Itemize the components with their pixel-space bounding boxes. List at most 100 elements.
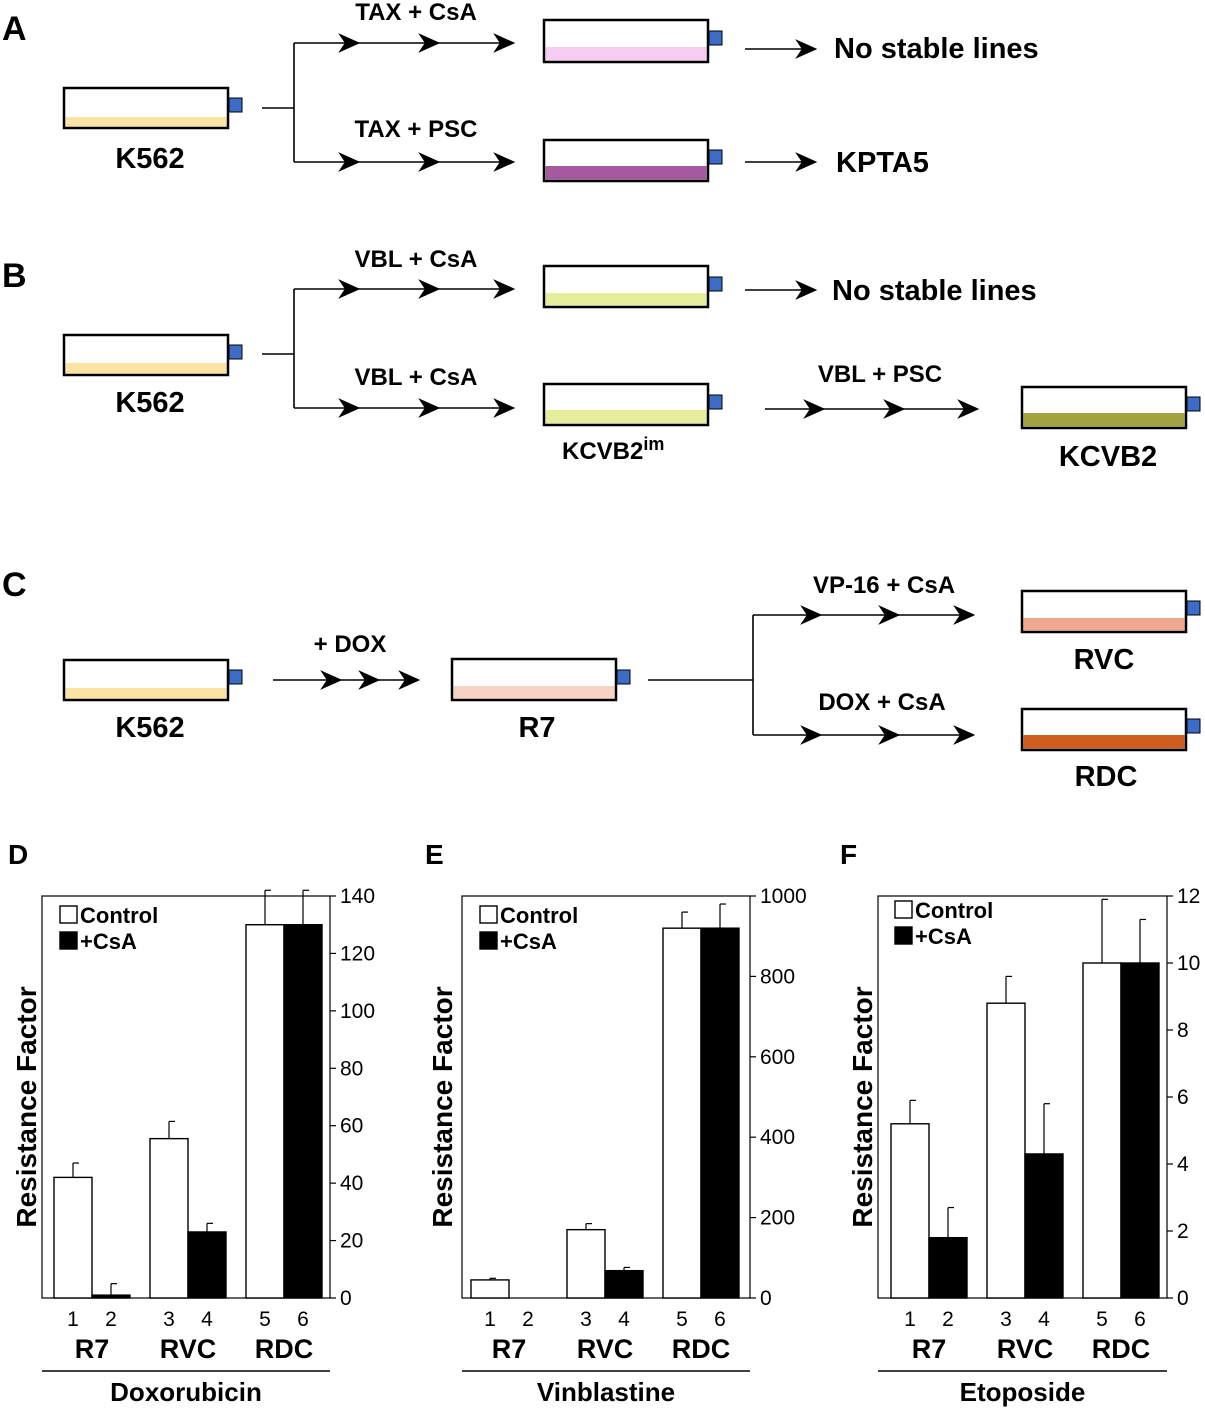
flask-kpta5 — [542, 138, 723, 183]
bar-control — [890, 1123, 930, 1299]
y-tick-label: 4 — [1177, 1153, 1189, 1176]
lane-number: 6 — [714, 1308, 726, 1331]
y-tick-label: 100 — [340, 1000, 375, 1023]
flask-cap — [708, 149, 723, 165]
panel-label: E — [425, 839, 444, 870]
flask-media — [1023, 413, 1185, 427]
legend-label-control: Control — [500, 903, 578, 928]
legend: Control+CsA — [479, 903, 578, 954]
flask-media — [1023, 735, 1185, 749]
flask-k562-a — [62, 86, 243, 130]
y-tick-label: 200 — [760, 1207, 795, 1230]
y-tick-label: 2 — [1177, 1220, 1189, 1243]
legend-swatch-csa — [479, 931, 498, 950]
legend: Control+CsA — [59, 903, 158, 954]
legend-swatch-csa — [59, 931, 78, 950]
flask-kcvb2im — [542, 382, 723, 427]
group-label: RVC — [997, 1334, 1054, 1364]
flask-k562-c — [62, 658, 243, 702]
y-tick-label: 60 — [340, 1115, 363, 1138]
panel-b: B K562 VBL + CsA No stable lines VBL + C… — [2, 246, 1201, 473]
group-label: R7 — [492, 1334, 527, 1364]
lane-number: 3 — [163, 1308, 175, 1331]
flask-rdc — [1020, 707, 1201, 752]
bar-control — [986, 1002, 1026, 1299]
y-tick-label: 800 — [760, 965, 795, 988]
y-tick-label: 0 — [760, 1287, 772, 1310]
flask-cap — [228, 344, 243, 360]
legend-swatch-control — [894, 900, 913, 919]
group-label: RDC — [672, 1334, 731, 1364]
panel-label-b: B — [2, 257, 27, 295]
lane-number: 1 — [67, 1308, 79, 1331]
branch-lines — [648, 614, 796, 736]
legend-label-csa: +CsA — [915, 924, 972, 949]
flask-label-kcvb2im: KCVB2im — [562, 434, 664, 465]
flask-cap — [1186, 600, 1201, 616]
y-tick-label: 0 — [340, 1287, 352, 1310]
flask-media — [545, 47, 707, 61]
lane-number: 4 — [1038, 1308, 1050, 1331]
bar-control — [1082, 962, 1122, 1299]
y-axis-label: Resistance Factor — [11, 986, 42, 1227]
y-tick-label: 1000 — [760, 885, 807, 908]
y-tick-label: 80 — [340, 1057, 363, 1080]
panel-a: A K562 TAX + CsA No stable lines TAX + P… — [2, 0, 1039, 183]
y-tick-label: 20 — [340, 1230, 363, 1253]
flask-vbl-csa-1 — [542, 264, 723, 309]
legend-label-csa: +CsA — [80, 929, 137, 954]
group-label: R7 — [912, 1334, 947, 1364]
lane-number: 3 — [1000, 1308, 1012, 1331]
bar-csa — [1120, 962, 1160, 1299]
result-no-stable-lines-a: No stable lines — [834, 33, 1039, 65]
y-tick-label: 40 — [340, 1172, 363, 1195]
bar-csa — [283, 924, 323, 1299]
bar-control — [149, 1137, 189, 1299]
bar-control — [53, 1176, 93, 1299]
panel-label-c: C — [2, 566, 27, 604]
bar-csa — [187, 1231, 227, 1299]
step-drugs-dox: + DOX — [314, 631, 387, 658]
flask-media — [453, 686, 615, 699]
bar-csa — [604, 1269, 644, 1299]
flask-label-k562: K562 — [115, 387, 184, 419]
panel-label: D — [8, 839, 28, 870]
label-main: KCVB2 — [562, 438, 643, 465]
flask-cap — [708, 276, 723, 292]
drug-name: Doxorubicin — [110, 1377, 262, 1407]
lane-number: 2 — [522, 1308, 534, 1331]
lane-number: 6 — [1134, 1308, 1146, 1331]
legend-swatch-control — [479, 905, 498, 924]
drug-name: Vinblastine — [537, 1377, 675, 1407]
route-drugs-dox-csa: DOX + CsA — [818, 689, 945, 716]
result-kpta5: KPTA5 — [836, 147, 929, 179]
bar-csa — [91, 1294, 131, 1299]
flask-cap — [708, 30, 723, 46]
flask-cap — [228, 669, 243, 685]
flask-media — [1023, 618, 1185, 631]
flask-media — [65, 117, 227, 127]
panel-label-a: A — [2, 10, 27, 48]
flask-label-k562: K562 — [115, 143, 184, 175]
y-axis-label: Resistance Factor — [427, 986, 458, 1227]
flask-cap — [708, 394, 723, 410]
bar-csa — [1024, 1153, 1064, 1299]
route-drugs-vbl-csa-1: VBL + CsA — [355, 246, 478, 273]
result-rvc: RVC — [1074, 644, 1135, 676]
route-drugs-vp16-csa: VP-16 + CsA — [813, 572, 955, 599]
lane-number: 5 — [676, 1308, 688, 1331]
branch-lines — [262, 288, 336, 409]
flask-media — [545, 410, 707, 424]
y-tick-label: 600 — [760, 1046, 795, 1069]
branch-lines — [262, 42, 336, 163]
legend-label-csa: +CsA — [500, 929, 557, 954]
flask-cap — [1186, 396, 1201, 412]
y-tick-label: 120 — [340, 942, 375, 965]
legend: Control+CsA — [894, 898, 993, 949]
flask-media — [65, 363, 227, 374]
flask-cap — [616, 669, 631, 685]
